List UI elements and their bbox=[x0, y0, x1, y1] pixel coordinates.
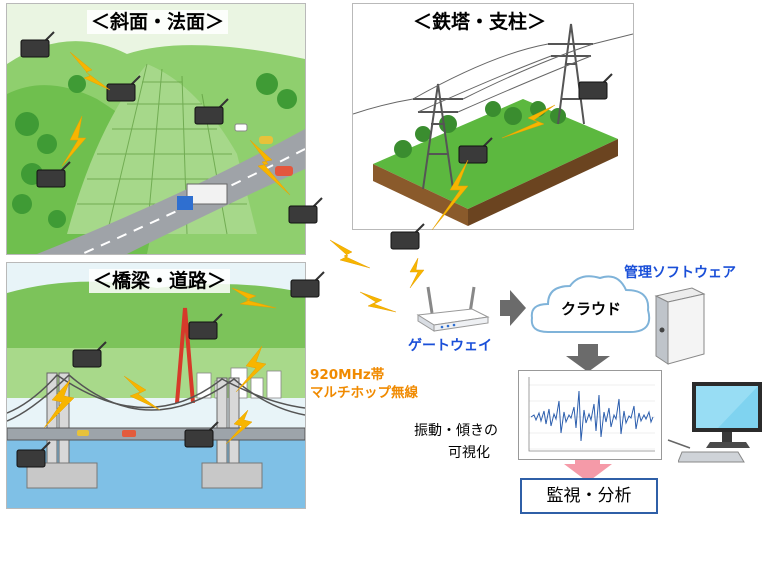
monitor-analysis-box: 監視・分析 bbox=[520, 478, 658, 514]
lightning-link-icon bbox=[61, 115, 87, 167]
sensor-node-icon bbox=[188, 312, 224, 340]
sensor-node-icon bbox=[36, 160, 72, 188]
arrow-cloud-to-chart bbox=[566, 344, 610, 372]
lightning-link-icon bbox=[409, 257, 425, 289]
arrow-chart-to-monitor bbox=[564, 456, 612, 482]
tower-panel-title: ＜鉄塔・支柱＞ bbox=[409, 10, 551, 34]
sensor-node-icon bbox=[16, 440, 52, 468]
waveform-svg bbox=[528, 377, 655, 452]
lightning-link-icon bbox=[249, 139, 291, 196]
lightning-link-icon bbox=[431, 159, 469, 231]
tower-panel: ＜鉄塔・支柱＞ bbox=[352, 3, 634, 230]
sensor-node-icon bbox=[20, 30, 56, 58]
sensor-node-icon bbox=[290, 270, 326, 298]
tower-scene bbox=[353, 23, 633, 226]
sensor-node-icon bbox=[106, 74, 142, 102]
slope-panel-title: ＜斜面・法面＞ bbox=[87, 10, 229, 34]
waveform-line bbox=[530, 390, 654, 442]
monitor-icon bbox=[678, 380, 764, 464]
visualize-label-line1: 振動・傾きの bbox=[414, 423, 498, 439]
bridge-panel: ＜橋梁・道路＞ bbox=[6, 262, 306, 509]
radio-label-multihop: マルチホップ無線 bbox=[310, 385, 418, 401]
sensor-node-icon bbox=[458, 136, 494, 164]
cloud-label: クラウド bbox=[560, 300, 621, 318]
lightning-link-icon bbox=[359, 291, 397, 313]
bridge-scene bbox=[7, 263, 305, 508]
software-label: 管理ソフトウェア bbox=[624, 265, 736, 281]
sensor-node-icon bbox=[288, 196, 324, 224]
arrow-gateway-to-cloud bbox=[500, 290, 526, 326]
radio-label-frequency: 920MHz帯 bbox=[310, 367, 385, 383]
lightning-link-icon bbox=[43, 379, 75, 429]
cloud-icon bbox=[526, 268, 656, 348]
sensor-node-icon bbox=[390, 222, 426, 250]
lightning-link-icon bbox=[231, 287, 277, 309]
slope-scene bbox=[7, 4, 305, 254]
lightning-link-icon bbox=[225, 409, 253, 445]
server-icon bbox=[652, 284, 708, 366]
lightning-link-icon bbox=[123, 375, 161, 411]
lightning-link-icon bbox=[235, 345, 267, 393]
lightning-link-icon bbox=[501, 104, 556, 139]
gateway-router-icon bbox=[412, 285, 492, 333]
visualize-label-line2: 可視化 bbox=[448, 445, 490, 461]
sensor-node-icon bbox=[184, 420, 220, 448]
bridge-panel-title: ＜橋梁・道路＞ bbox=[89, 269, 231, 293]
lightning-link-icon bbox=[69, 51, 111, 91]
lightning-link-icon bbox=[329, 239, 371, 269]
waveform-chart-icon bbox=[518, 370, 662, 460]
sensor-node-icon bbox=[578, 72, 614, 100]
sensor-node-icon bbox=[194, 97, 230, 125]
gateway-label: ゲートウェイ bbox=[408, 338, 492, 354]
slope-panel: ＜斜面・法面＞ bbox=[6, 3, 306, 255]
sensor-node-icon bbox=[72, 340, 108, 368]
